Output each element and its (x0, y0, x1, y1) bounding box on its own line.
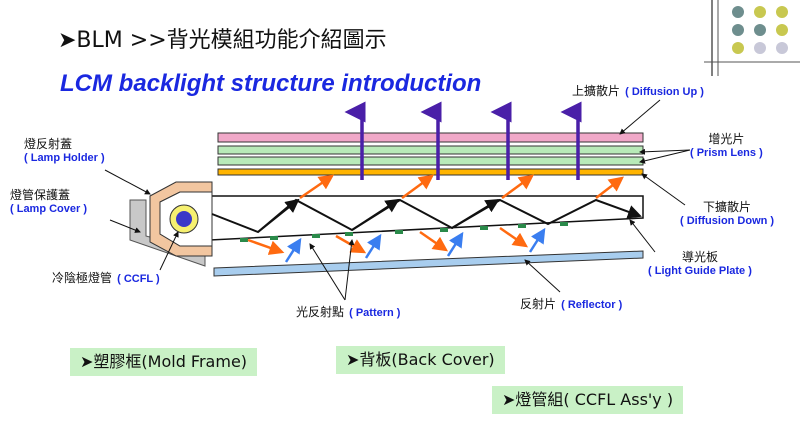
label-light-guide-plate: 導光板 ( Light Guide Plate ) (648, 250, 752, 277)
pattern-dot (345, 232, 353, 236)
component-ccfl-assy: ➤燈管組( CCFL Ass'y ) (492, 386, 684, 414)
label-lamp-holder: 燈反射蓋 ( Lamp Holder ) (24, 137, 105, 164)
label-diffusion-down: 下擴散片 ( Diffusion Down ) (680, 200, 775, 227)
pattern-dot (270, 236, 278, 240)
label-prism-lens: 增光片 ( Prism Lens ) (690, 132, 763, 159)
decorative-dot-grid (704, 0, 800, 76)
component-mold-frame: ➤塑膠框(Mold Frame) (70, 348, 258, 376)
component-back-cover: ➤背板(Back Cover) (336, 346, 505, 374)
label-ccfl: 冷陰極燈管 ( CCFL ) (52, 271, 160, 285)
pattern-dot (395, 230, 403, 234)
reflector-sheet (213, 250, 644, 277)
label-diffusion-up: 上擴散片 ( Diffusion Up ) (572, 84, 704, 98)
label-reflector: 反射片 ( Reflector ) (520, 297, 623, 311)
diffusion-up-film (217, 132, 644, 143)
pattern-dot (518, 224, 526, 228)
pattern-dot (560, 222, 568, 226)
label-lamp-cover: 燈管保護蓋 ( Lamp Cover ) (10, 188, 88, 215)
label-pattern: 光反射點 ( Pattern ) (296, 305, 401, 319)
page-heading: ➤BLM >>背光模組功能介紹圖示 (58, 28, 387, 53)
pattern-dot (440, 228, 448, 232)
pattern-dot (312, 234, 320, 238)
page-subtitle: LCM backlight structure introduction (60, 70, 482, 97)
pattern-dot (240, 238, 248, 242)
pattern-dot (480, 226, 488, 230)
